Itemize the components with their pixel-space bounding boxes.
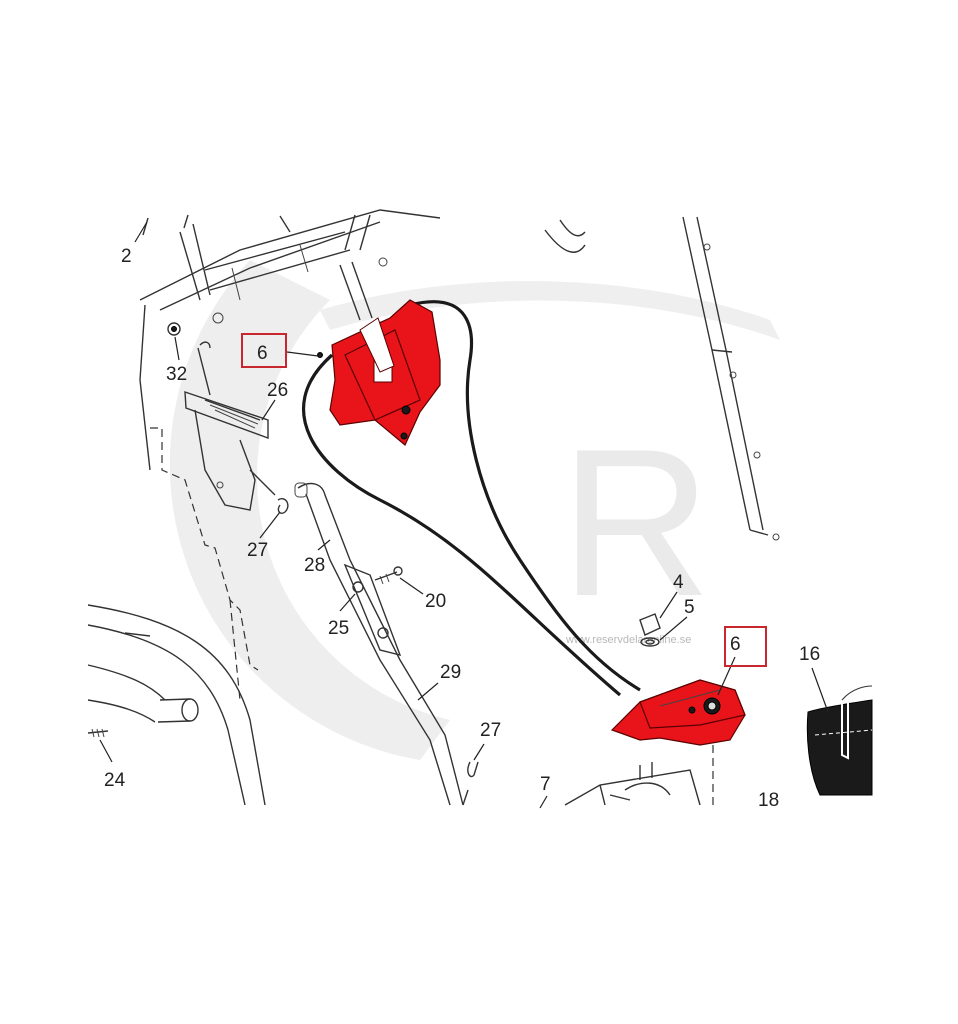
part-label-4: 4 <box>673 572 684 593</box>
part-label-27-upper: 27 <box>247 540 268 561</box>
dashed-outline <box>150 427 259 701</box>
part-label-7: 7 <box>540 774 551 795</box>
grass-bag-part <box>806 685 873 796</box>
part-label-5: 5 <box>684 597 695 618</box>
part-label-18: 18 <box>758 790 779 811</box>
watermark-logo: R www.reservdelaronline.se <box>169 260 780 760</box>
control-rod <box>294 482 479 806</box>
watermark-url: www.reservdelaronline.se <box>565 634 691 646</box>
part-label-20: 20 <box>425 591 446 612</box>
part-label-25: 25 <box>328 618 349 639</box>
part-label-29: 29 <box>440 662 461 683</box>
handle-frame <box>139 209 441 471</box>
watermark-logo-letter: R <box>560 405 712 640</box>
highlighted-control-lever-part <box>317 261 441 446</box>
part-labels: 2 32 6 26 27 28 20 25 29 27 24 4 5 6 7 1… <box>104 246 820 811</box>
engine-block-outline <box>564 762 701 806</box>
part-label-27-lower: 27 <box>480 720 501 741</box>
right-handle <box>544 216 780 541</box>
part-label-24: 24 <box>104 770 126 791</box>
part-label-32: 32 <box>166 364 187 385</box>
part-label-6-upper: 6 <box>257 343 268 364</box>
part-label-26: 26 <box>267 380 288 401</box>
lower-handle <box>87 604 266 806</box>
part-label-2: 2 <box>121 246 132 267</box>
highlight-box-lower <box>724 626 767 667</box>
control-cable <box>301 300 641 697</box>
part-label-28: 28 <box>304 555 325 576</box>
highlight-box-upper <box>241 333 287 368</box>
part-label-6-lower: 6 <box>730 634 741 655</box>
leader-lines <box>99 221 829 809</box>
part-label-16: 16 <box>799 644 820 665</box>
control-bracket <box>167 322 289 514</box>
